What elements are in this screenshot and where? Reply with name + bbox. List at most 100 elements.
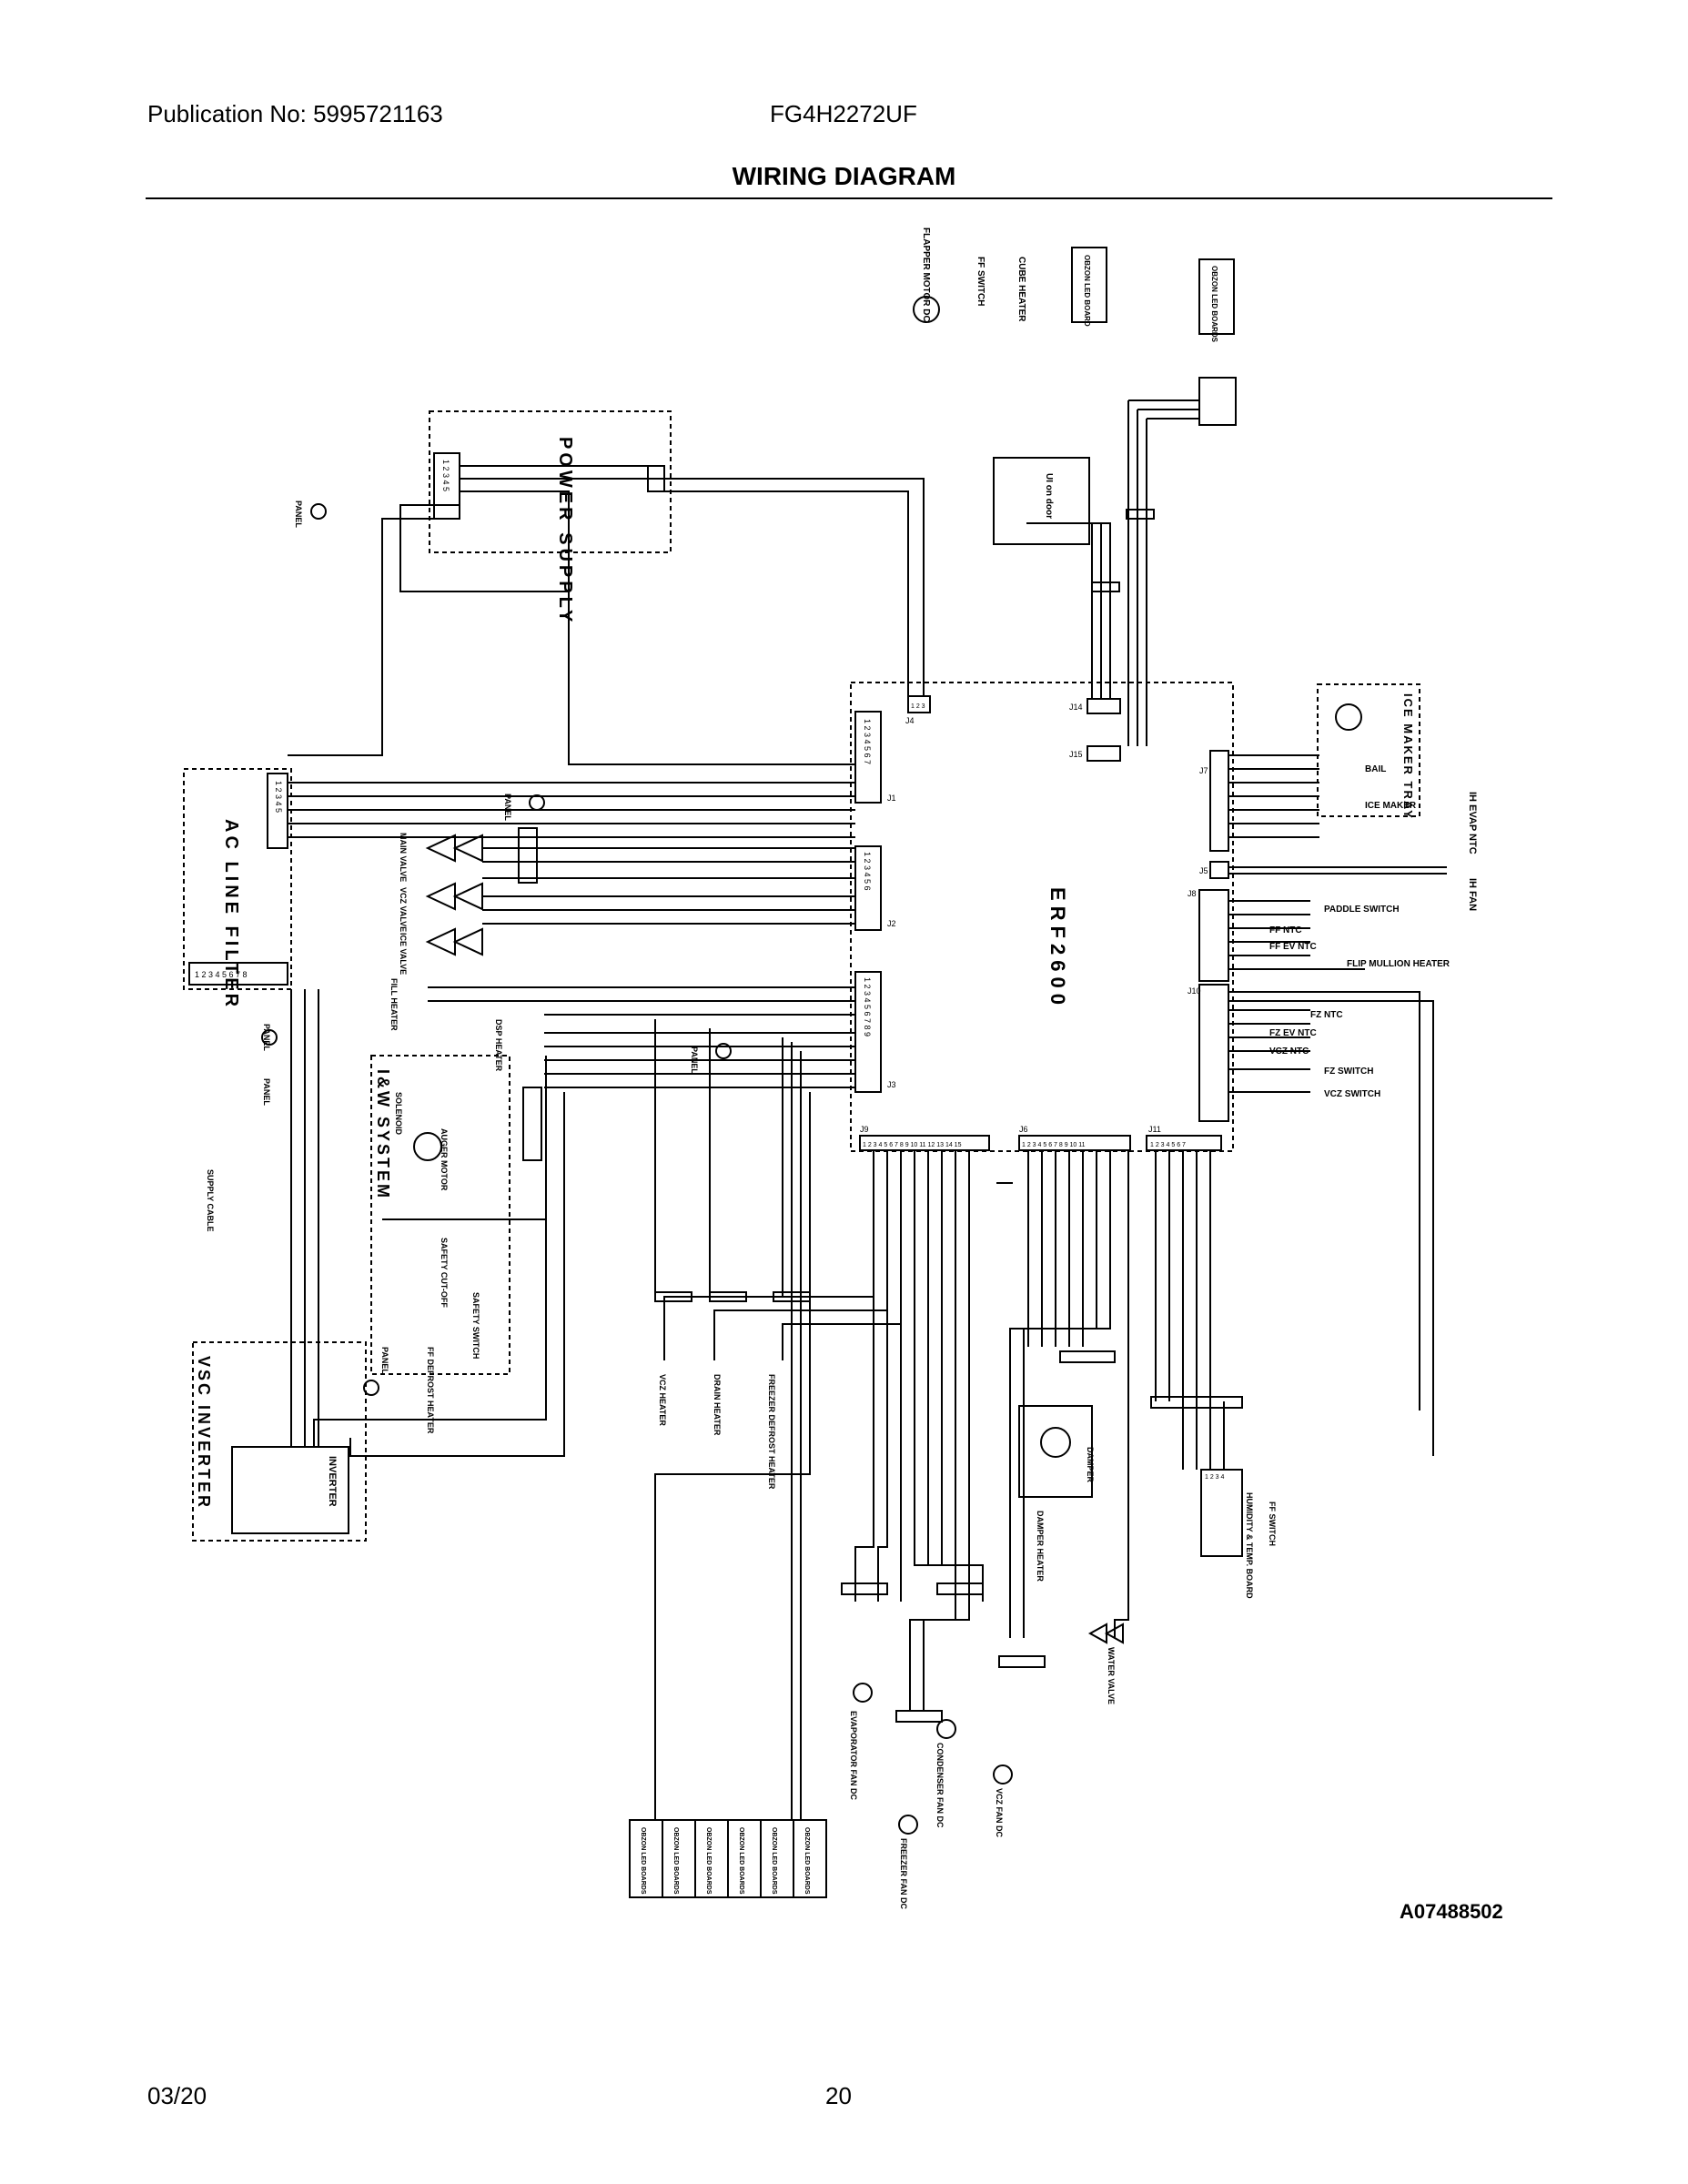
humidity-board-label: HUMIDITY & TEMP. BOARD (1245, 1492, 1254, 1599)
led-bottom-label-4: OBZON LED BOARDS (738, 1827, 744, 1895)
damper-heater-label: DAMPER HEATER (1036, 1511, 1045, 1582)
vcz-fan-label: VCZ FAN DC (995, 1788, 1004, 1838)
j4-pins: 1 2 3 (911, 703, 925, 710)
supply-cable-label: SUPPLY CABLE (206, 1169, 215, 1232)
led-board-right (1198, 258, 1235, 335)
vcz-fan-motor (993, 1764, 1013, 1785)
vsc-inverter-box (192, 1341, 367, 1542)
damper-box (1018, 1405, 1093, 1498)
ferrule-8 (841, 1582, 888, 1595)
ice-maker-connector (1198, 377, 1237, 426)
ac-filter-j1 (188, 962, 288, 986)
main-valve-label: MAIN VALVE (399, 833, 408, 882)
ice-valve-label: ICE VALVE (399, 933, 408, 975)
freezer-defrost-heater-label: FREEZER DEFROST HEATER (767, 1374, 776, 1490)
led-board-top (1071, 247, 1107, 323)
fz-ev-ntc-label: FZ EV NTC (1269, 1028, 1317, 1038)
board-j7 (1209, 750, 1229, 852)
led-board-top-label: OBZON LED BOARD (1083, 255, 1091, 327)
humidity-pins: 1 2 3 4 (1205, 1474, 1225, 1481)
j11-pins: 1 2 3 4 5 6 7 (1150, 1142, 1186, 1148)
panel-ground-2 (529, 794, 545, 811)
board-j15 (1087, 745, 1121, 762)
vsc-inverter-label: VSC INVERTER (195, 1356, 213, 1510)
main-board-box (850, 682, 1234, 1152)
condenser-fan-label: CONDENSER FAN DC (935, 1743, 945, 1828)
board-j5 (1209, 861, 1229, 879)
main-board-label: ERF2600 (1046, 887, 1069, 1010)
flapper-motor-label: FLAPPER MOTOR DC (921, 228, 931, 322)
humidity-board (1200, 1469, 1243, 1557)
wire-bundle (288, 399, 1447, 1820)
page-title: WIRING DIAGRAM (732, 162, 956, 190)
cube-heater-label: CUBE HEATER (1016, 257, 1026, 322)
ferrule-11 (998, 1655, 1046, 1668)
board-j4 (907, 695, 931, 713)
j15-label: J15 (1069, 750, 1083, 759)
model-number: FG4H2272UF (770, 100, 917, 127)
j6-label: J6 (1019, 1125, 1028, 1134)
bail-label: BAIL (1365, 764, 1386, 774)
figure-id: A07488502 (1400, 1900, 1503, 1923)
ferrule-13 (1126, 509, 1155, 520)
led-board-bottom-6 (793, 1819, 827, 1898)
freezer-fan-motor (898, 1815, 918, 1835)
paddle-switch-label: PADDLE SWITCH (1324, 905, 1400, 915)
publication-number: Publication No: 5995721163 (147, 100, 443, 127)
ih-fan-label: IH FAN (1467, 878, 1478, 911)
damper-motor (1040, 1427, 1071, 1458)
flapper-motor (913, 296, 940, 323)
j1-pins: 1 2 3 4 5 6 7 (863, 719, 872, 764)
panel-3-label: PANEL (262, 1078, 271, 1106)
defrost-heater-label: FF DEFROST HEATER (426, 1347, 435, 1434)
board-j14 (1087, 698, 1121, 714)
j3-pins: 1 2 3 4 5 6 7 8 9 (863, 977, 872, 1036)
j2-pins: 1 2 3 4 5 6 (863, 852, 872, 891)
ui-board-box (993, 457, 1090, 545)
j14-label: J14 (1069, 703, 1083, 712)
vcz-valve-symbol (425, 882, 483, 911)
led-bottom-label-5: OBZON LED BOARDS (771, 1827, 777, 1895)
power-supply-label: POWER SUPPLY (555, 437, 575, 625)
j11-label: J11 (1148, 1125, 1161, 1134)
ff-ev-ntc-label: FF EV NTC (1269, 942, 1317, 952)
condenser-fan-motor (936, 1719, 956, 1739)
led-bottom-label-2: OBZON LED BOARDS (672, 1827, 679, 1895)
j8-label: J8 (1188, 889, 1197, 898)
vcz-ntc-label: VCZ NTC (1269, 1046, 1309, 1057)
board-j9 (859, 1135, 990, 1151)
flip-mullion-heater-label: FLIP MULLION HEATER (1347, 959, 1450, 969)
drain-heater-label: DRAIN HEATER (713, 1374, 722, 1436)
panel-4-label: PANEL (690, 1046, 699, 1074)
filter-j3-pins: 1 2 3 4 5 (274, 781, 283, 813)
led-bottom-label-1: OBZON LED BOARDS (640, 1827, 646, 1895)
panel-5-label: PANEL (380, 1347, 389, 1374)
ferrule-3 (654, 1291, 692, 1302)
main-valve-symbol (425, 834, 483, 863)
ice-valve-symbol (425, 927, 483, 956)
ice-maker-tray-box (1317, 683, 1420, 817)
freezer-fan-label: FREEZER FAN DC (899, 1838, 908, 1910)
water-valve-label: WATER VALVE (1107, 1647, 1116, 1704)
j1-label: J1 (887, 794, 896, 803)
board-j2 (854, 845, 882, 931)
safety-switch-label: SAFETY SWITCH (471, 1292, 480, 1359)
ff-ntc-label: FF NTC (1269, 925, 1302, 935)
board-j1 (854, 711, 882, 804)
panel-1-label: PANEL (294, 500, 303, 528)
panel-ground-1 (310, 503, 327, 520)
j10-label: J10 (1188, 986, 1201, 996)
j9-pins: 1 2 3 4 5 6 7 8 9 10 11 12 13 14 15 (863, 1142, 962, 1148)
ferrule-12 (1091, 581, 1120, 592)
iw-system-label: I&W SYSTEM (374, 1069, 392, 1200)
j9-label: J9 (860, 1125, 869, 1134)
ferrule-6 (1059, 1350, 1116, 1363)
panel-ground-5 (363, 1380, 379, 1396)
led-bottom-label-3: OBZON LED BOARDS (705, 1827, 712, 1895)
ferrule-2 (522, 1087, 542, 1161)
ac-line-filter-box (183, 768, 292, 990)
ice-maker-tray-label: ICE MAKER TRAY (1401, 693, 1415, 820)
power-supply-box (429, 410, 672, 553)
ferrule-5 (773, 1291, 811, 1302)
